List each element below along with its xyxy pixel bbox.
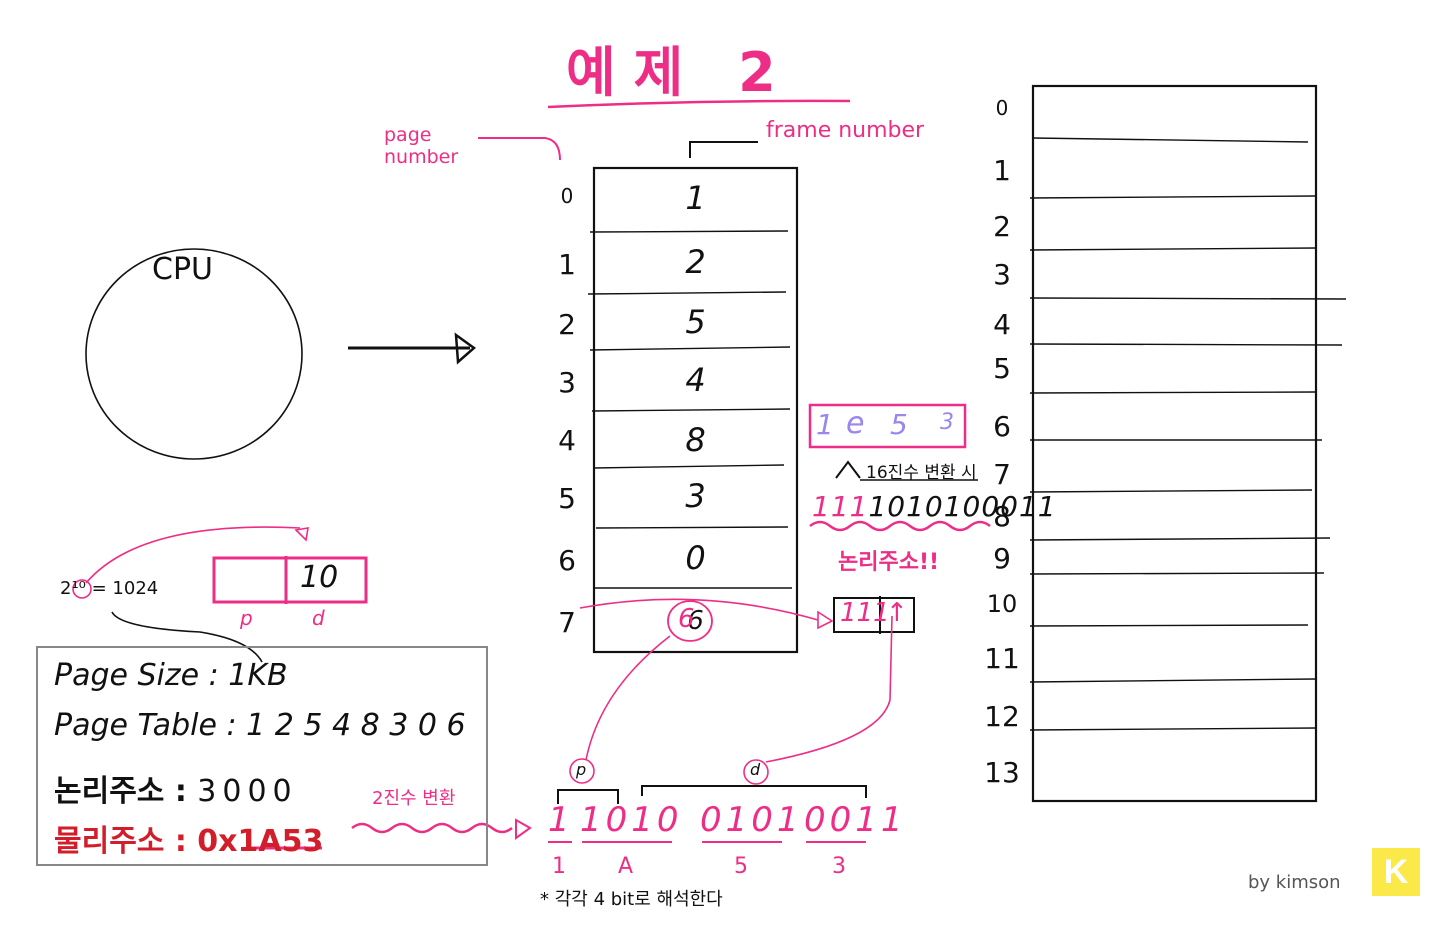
page-number-label: page number [384,124,459,168]
mem-index-2: 2 [993,210,1011,243]
up-arrow [835,460,861,479]
pt-frame-4: 8 [685,421,706,459]
mem-index-3: 3 [993,258,1011,291]
physical-line: 물리주소 : 0x1A53 [54,824,324,859]
hex-1: 1 [552,854,566,879]
bits-d-label: d [750,760,761,779]
binary-rest: 1010100011 [868,490,1057,523]
logical-label: 논리주소 [54,774,165,809]
hex-digit-e: e [846,406,865,441]
mem-index-5: 5 [993,352,1011,385]
page-table-label: Page Table [54,708,217,743]
pt-index-1: 1 [558,248,576,281]
pt-index-7: 7 [558,606,576,639]
title-underline [547,99,851,109]
logical-value: 3000 [197,774,298,809]
hex-digit-5: 5 [890,408,908,441]
page-size-value: 1KB [228,658,288,693]
bit-group-1: 1 [548,800,574,840]
pd-d-label: d [312,606,325,630]
pt-index-3: 3 [558,366,576,399]
mem-index-13: 13 [984,756,1020,789]
pt-frame-6: 0 [685,539,706,577]
row7-arrow [579,598,819,621]
pt-index-0: 0 [560,184,574,208]
exponent-label: 2¹⁰ = 1024 [60,578,159,599]
cpu-label: CPU [152,252,213,287]
bit-note: * 각각 4 bit로 해석한다 [540,889,723,910]
hex-3: 3 [832,854,846,879]
mem-index-0: 0 [995,96,1009,120]
pd-p-label: p [240,606,253,630]
cpu-arrowhead [454,332,477,365]
page-table-frame [592,166,799,654]
binary-prefix: 111 [812,490,869,523]
phys-p: 111 [840,598,890,628]
pt-frame-5: 3 [685,477,706,515]
hex-box [808,403,967,449]
hex-digit-1: 1 [816,408,834,441]
page-title: 예제 2 [566,41,794,104]
pt-frame-1: 2 [685,243,706,281]
page-table-rows [587,230,792,589]
memory-rows [1029,137,1347,731]
phys-box [833,597,915,633]
page-size-line: Page Size : 1KB [54,658,288,693]
exp-arrow [85,526,301,584]
hex-5: 5 [734,854,748,879]
pt-frame-3: 4 [685,361,706,399]
logo-letter: K [1383,852,1409,891]
mem-index-11: 11 [984,642,1020,675]
binary-wavy [809,520,991,532]
mem-index-12: 12 [984,700,1020,733]
cpu-circle [85,248,303,460]
pt-index-4: 4 [558,424,576,457]
mem-index-7: 7 [993,458,1011,491]
bit-group-2: 1010 [580,800,683,840]
page-table-value: 1 2 5 4 8 3 0 6 [246,708,466,743]
pt-frame-7: 6 [687,606,704,636]
mem-index-1: 1 [993,154,1011,187]
hex-digit-3: 3 [940,410,954,435]
frame-number-label: frame number [766,118,925,143]
pt-frame-2: 5 [685,303,706,341]
physical-value: 1A53 [237,824,324,859]
pt-frame-0: 1 [685,179,706,217]
binary-caption: 2진수 변환 [372,788,456,809]
pd-d-value: 10 [300,560,339,595]
page-table-line: Page Table : 1 2 5 4 8 3 0 6 [54,708,466,743]
pt-index-5: 5 [558,482,576,515]
pd-box [212,556,368,604]
info-box: Page Size : 1KB Page Table : 1 2 5 4 8 3… [36,646,488,866]
pt-index-2: 2 [558,308,576,341]
page-number-pointer [478,137,561,161]
physical-label: 물리주소 [54,824,165,859]
pt-index-6: 6 [558,544,576,577]
bit-group-4: 0011 [804,800,907,840]
logo: K [1372,848,1420,896]
phys-d: ↑ [886,598,908,628]
logical-note: 논리주소!! [838,550,940,575]
bit-group-3: 0101 [700,800,803,840]
hex-caption: 16진수 변환 시 [866,463,977,483]
circled-frame: 6 [678,604,695,634]
credit-text: by kimson [1248,872,1341,893]
hex-A: A [618,854,634,879]
binary-string: 1111010100011 [812,490,1057,523]
bits-p-label: p [576,760,587,779]
page-size-label: Page Size [54,658,200,693]
mem-index-10: 10 [986,590,1018,618]
mem-index-4: 4 [993,308,1011,341]
frame-number-pointer [689,141,758,158]
logical-line: 논리주소 : 3000 [54,774,298,809]
memory-frame [1031,84,1318,803]
mem-index-9: 9 [993,542,1011,575]
mem-index-6: 6 [993,410,1011,443]
physical-prefix: 0x [197,824,238,859]
mem-index-8: 8 [993,500,1011,533]
